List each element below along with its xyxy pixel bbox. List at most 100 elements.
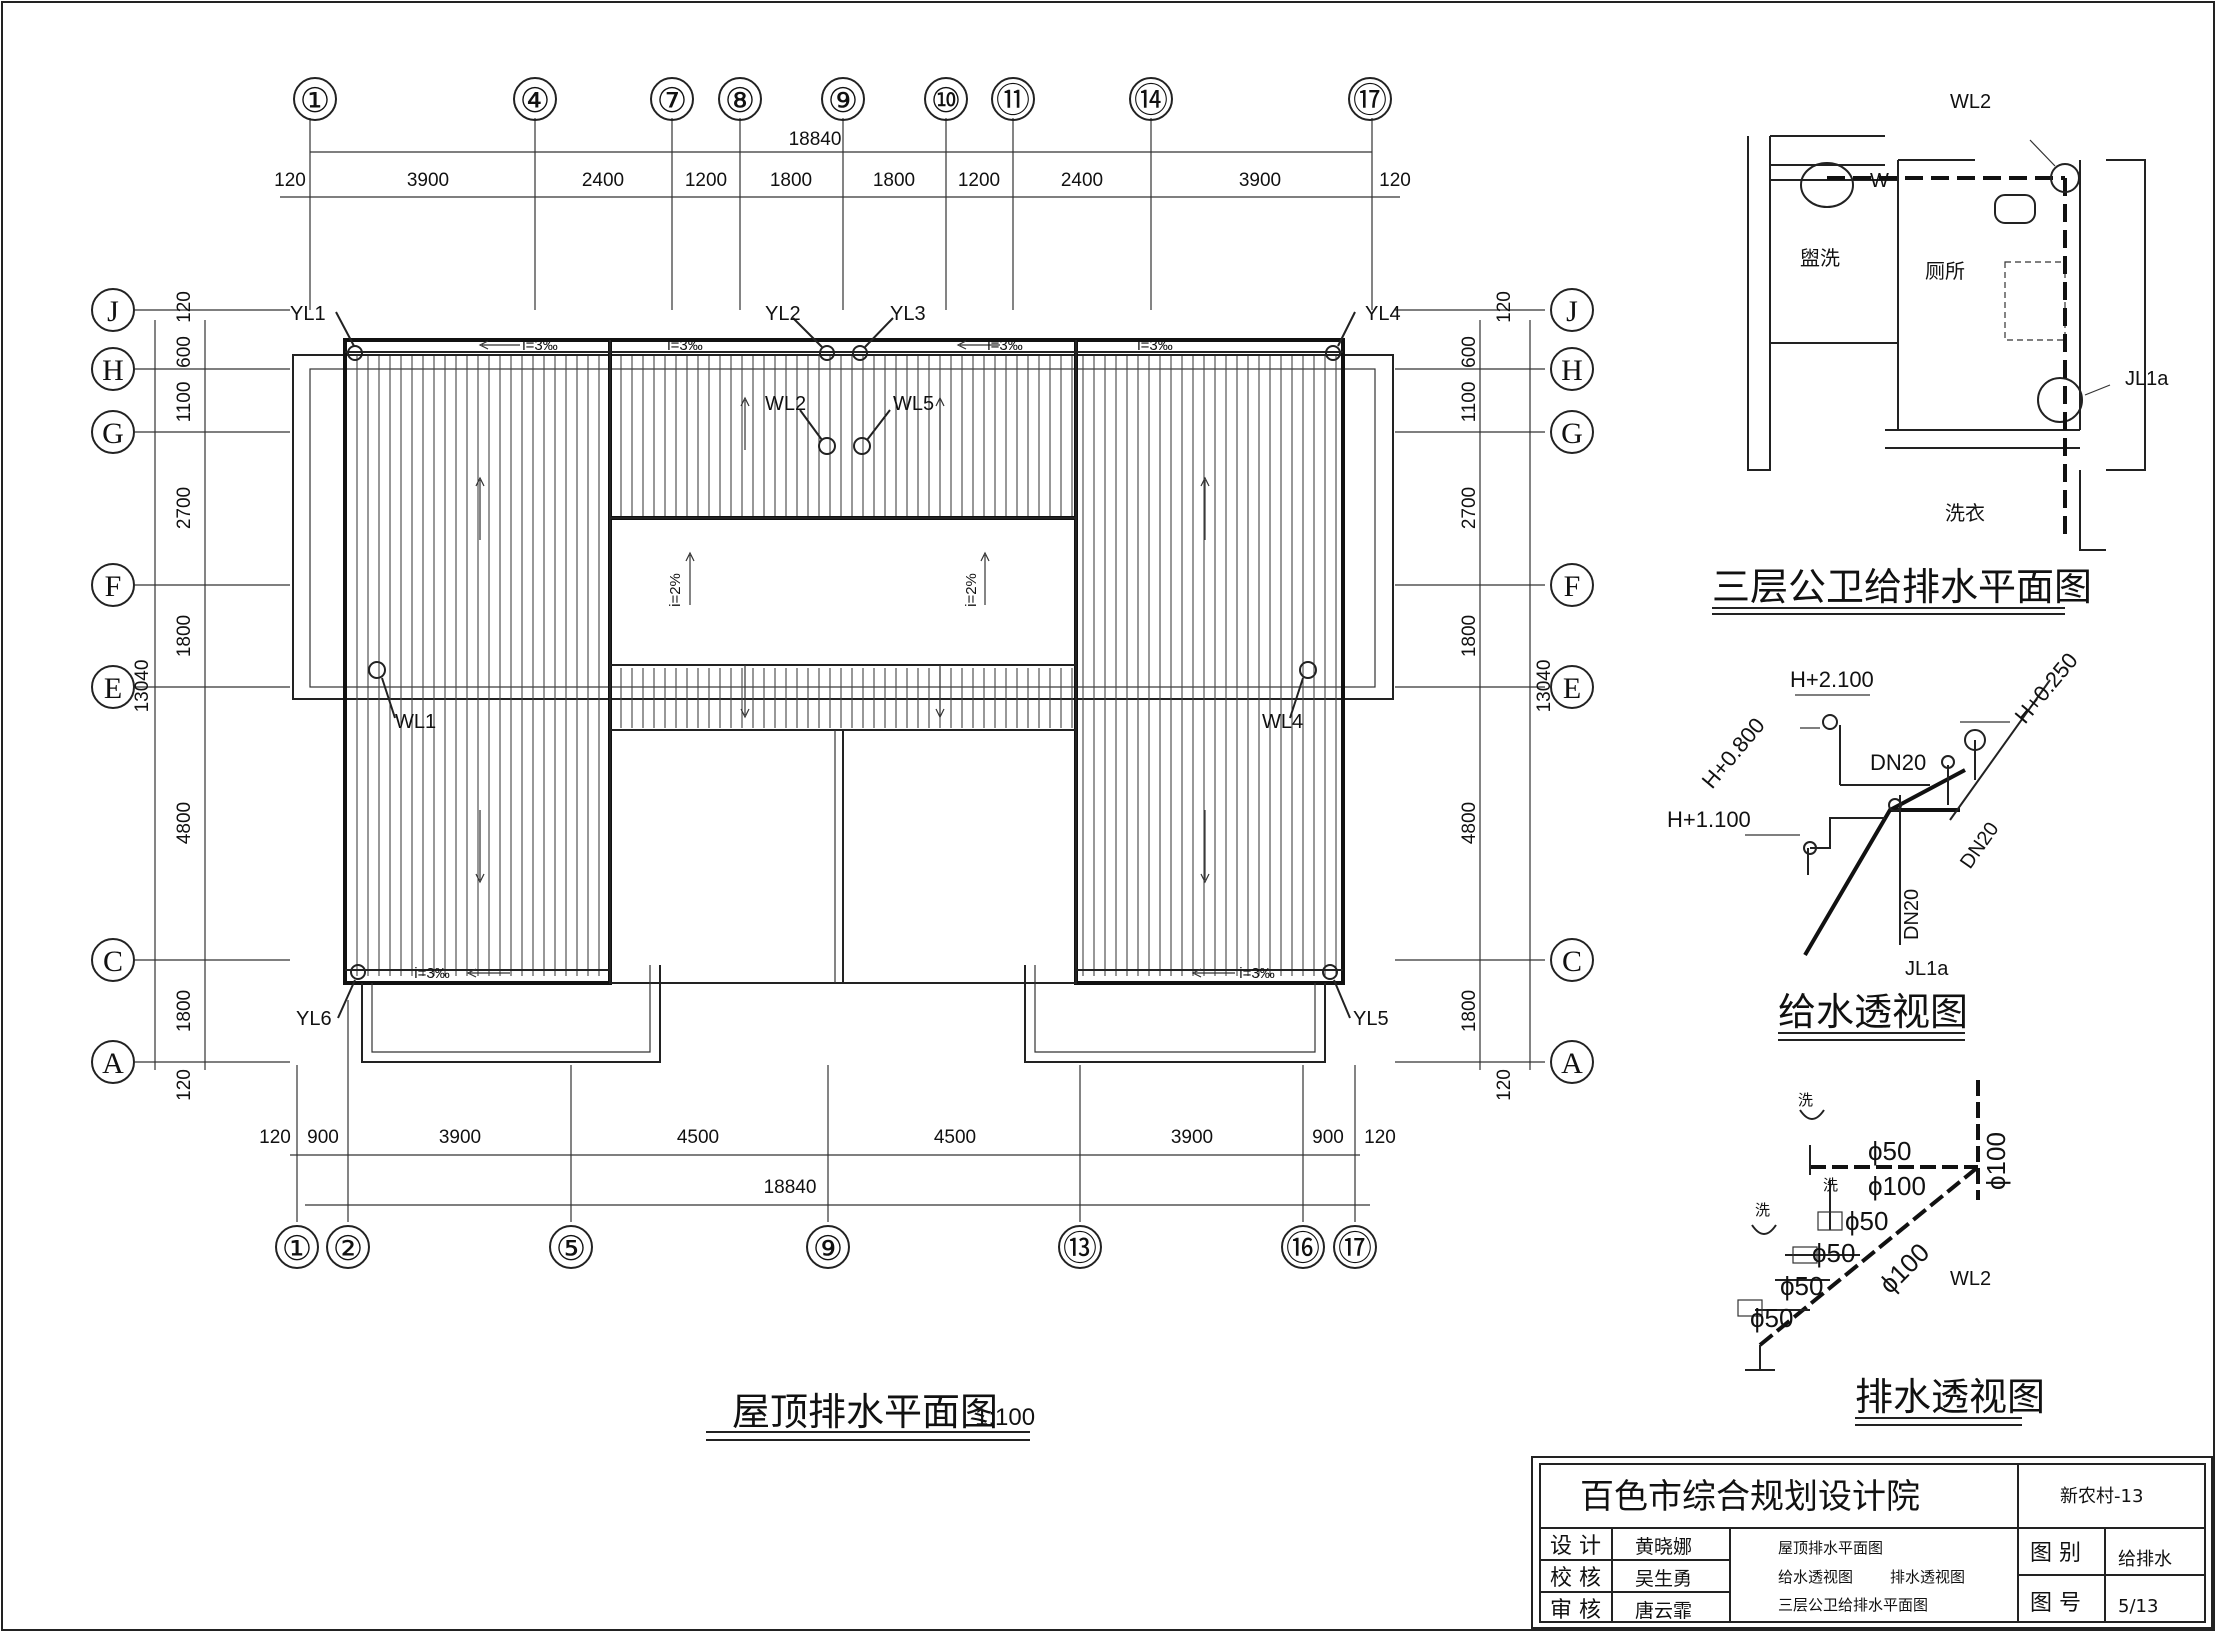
dim-text: 1100	[1459, 382, 1480, 423]
bath-jl1a-label: JL1a	[2125, 368, 2169, 390]
dim-text: 2700	[174, 487, 195, 529]
axis-label: ⑦	[657, 83, 687, 120]
dim-text: 120	[1494, 1069, 1515, 1101]
row-label: F	[105, 570, 122, 603]
drain-wash2: 洗	[1755, 1202, 1770, 1219]
title-block: 百色市综合规划设计院 新农村-13 设 计 黄晓娜 校 核 吴生勇 审 核 唐云…	[1531, 1456, 2213, 1629]
dim-text: 3900	[407, 170, 449, 191]
dim-text: 1800	[770, 170, 812, 191]
pipe-yl1-label: YL1	[290, 303, 326, 325]
check-name: 吴生勇	[1635, 1568, 1692, 1590]
dim-text: 120	[1379, 170, 1411, 191]
toilet-icon	[1994, 194, 2036, 224]
dim-text: 1800	[1459, 990, 1480, 1032]
review-name: 唐云霏	[1635, 1600, 1692, 1622]
slope-label: i=3‰	[1137, 337, 1172, 354]
dim-text: 4500	[677, 1127, 719, 1148]
row-label: H	[1561, 354, 1583, 387]
supply-dn1: DN20	[1870, 750, 1926, 775]
pipe-wl1-label: WL1	[395, 711, 436, 733]
dim-text: 3900	[1171, 1127, 1213, 1148]
dim-text: 1800	[873, 170, 915, 191]
content-2: 给水透视图	[1778, 1568, 1853, 1586]
room-toilet-label: 厕所	[1925, 260, 1965, 283]
axis-label: ④	[520, 83, 550, 120]
dim-text: 900	[307, 1127, 339, 1148]
dim-text: 120	[174, 1069, 195, 1101]
dim-text: 1200	[958, 170, 1000, 191]
pipe-yl5-label: YL5	[1353, 1008, 1389, 1030]
axis-label: ⑨	[813, 1231, 843, 1268]
number-label: 图 号	[2030, 1591, 2081, 1616]
review-label: 审 核	[1550, 1598, 1601, 1623]
supply-h3: H+1.100	[1667, 807, 1751, 832]
dim-text: 1800	[174, 990, 195, 1032]
axis-label: ⑰	[1338, 1230, 1372, 1268]
check-label: 校 核	[1550, 1566, 1601, 1591]
pipe-wl2-label: WL2	[765, 393, 806, 415]
drain-d100a: ϕ100	[1868, 1171, 1926, 1201]
axis-bubble-14-top	[1129, 77, 1173, 121]
dim-text: 120	[274, 170, 306, 191]
dim-text: 120	[1494, 291, 1515, 323]
axis-bubble-7-top	[650, 77, 694, 121]
supply-isometric: H+2.100 H+0.800 H+1.100 H+0.250 DN20 DN2…	[1667, 648, 2083, 1041]
dim-text: 1100	[174, 382, 195, 423]
bath-w-label: W	[1870, 170, 1889, 192]
drain-d100c: ϕ100	[1981, 1132, 2011, 1190]
roof-plan: ① ④ ⑦ ⑧ ⑨ ⑩ ⑪ ⑭ ⑰ 18840 120 3900 2400 12…	[91, 77, 1594, 1441]
dim-text: 4800	[174, 802, 195, 844]
axis-bubble-4-top	[513, 77, 557, 121]
supply-h1: H+2.100	[1790, 667, 1874, 692]
axis-label: ⑪	[996, 82, 1030, 120]
row-label: E	[104, 672, 122, 705]
axis-bubble-17-top	[1348, 77, 1392, 121]
number-value: 5/13	[2118, 1596, 2158, 1617]
dim-total-top: 18840	[789, 129, 842, 150]
slope-label: i=3‰	[987, 337, 1022, 354]
dim-total-right: 13040	[1534, 660, 1555, 713]
room-laundry-label: 洗衣	[1945, 502, 1985, 525]
drain-d50e: ϕ50	[1750, 1303, 1793, 1333]
dim-text: 600	[1459, 336, 1480, 368]
dim-text: 3900	[439, 1127, 481, 1148]
axis-label: ⑰	[1353, 82, 1387, 120]
slope-label: i=3‰	[667, 337, 702, 354]
bath-wl2-label: WL2	[1950, 91, 1991, 113]
content-3: 排水透视图	[1890, 1568, 1965, 1586]
slope-label: i=3‰	[522, 337, 557, 354]
dim-text: 120	[174, 291, 195, 323]
row-label: G	[1561, 417, 1583, 450]
drain-wash1: 洗	[1798, 1092, 1813, 1109]
row-label: E	[1563, 672, 1581, 705]
axis-bubble-9-top	[821, 77, 865, 121]
dim-text: 2400	[1061, 170, 1103, 191]
row-label: A	[1561, 1047, 1583, 1080]
bathroom-plan: WL2 W JL1a 盥洗 厕所 洗衣 三层公卫给排水平面图	[1712, 91, 2169, 615]
drain-d50b: ϕ50	[1845, 1206, 1888, 1236]
category-value: 给排水	[2118, 1549, 2172, 1570]
row-label: A	[102, 1047, 124, 1080]
drain-d50d: ϕ50	[1780, 1271, 1823, 1301]
axis-label: ②	[333, 1231, 363, 1268]
dim-text: 1200	[685, 170, 727, 191]
pipe-yl2-label: YL2	[765, 303, 801, 325]
slope-label: i=2%	[963, 573, 980, 607]
plan-title: 屋顶排水平面图	[732, 1390, 998, 1434]
drain-title: 排水透视图	[1855, 1375, 2045, 1419]
axis-bubble-8-top	[718, 77, 762, 121]
institute-name: 百色市综合规划设计院	[1580, 1477, 1920, 1517]
row-label: G	[102, 417, 124, 450]
dim-text: 4500	[934, 1127, 976, 1148]
dim-text: 1800	[174, 615, 195, 657]
content-1: 屋顶排水平面图	[1778, 1539, 1883, 1557]
pipe-yl4-label: YL4	[1365, 303, 1401, 325]
supply-jl-label: JL1a	[1905, 958, 1949, 980]
design-name: 黄晓娜	[1635, 1536, 1692, 1558]
supply-dn3: DN20	[1901, 889, 1923, 940]
row-label: J	[107, 295, 119, 328]
dim-text: 600	[174, 336, 195, 368]
pipe-wl4-label: WL4	[1262, 711, 1303, 733]
slope-label: i=2%	[667, 573, 684, 607]
row-label: C	[103, 945, 123, 978]
